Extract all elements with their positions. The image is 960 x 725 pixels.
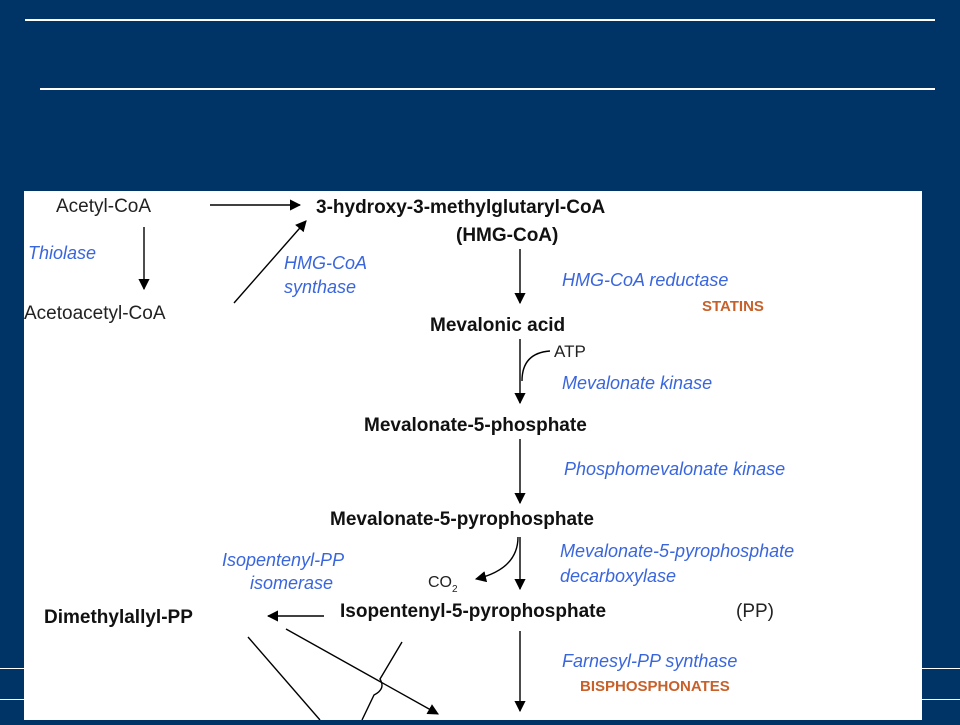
arrow-acetoacetyl-to-hmg [233,220,307,304]
header-rule-top [25,19,935,21]
footer-rule-left-2 [0,699,24,700]
mevalonate-5-pyrophosphate-label: Mevalonate-5-pyrophosphate [330,509,594,530]
footer-rule-right-1 [922,668,960,669]
hmg-coa-abbr-label: (HMG-CoA) [456,225,558,246]
co2-label: CO [428,574,452,591]
mevalonate-kinase-label: Mevalonate kinase [562,373,712,393]
pp-label: (PP) [736,601,774,622]
line-dmapp-branch [247,636,321,721]
phosphomevalonate-kinase-label: Phosphomevalonate kinase [564,459,785,479]
svg-text:CO2: CO2 [428,574,458,595]
statins-label: STATINS [702,298,764,315]
isomerase-label-2: isomerase [250,573,333,593]
dimethylallyl-pp-label: Dimethylallyl-PP [44,607,193,628]
hmg-coa-synthase-label-2: synthase [284,277,356,297]
arrow-dmapp-to-fpp [285,628,439,715]
hmg-coa-reductase-label: HMG-CoA reductase [562,270,728,290]
mevalonic-acid-label: Mevalonic acid [430,315,565,336]
isopentenyl-pp-label: Isopentenyl-5-pyrophosphate [340,601,606,622]
atp-branch [521,350,551,382]
header-rule-bottom [40,88,935,90]
farnesyl-pp-synthase-label: Farnesyl-PP synthase [562,651,737,671]
atp-label: ATP [554,342,586,361]
hmg-coa-synthase-label-1: HMG-CoA [284,253,367,273]
line-ipp-branch [361,641,403,721]
bisphosphonates-label: BISPHOSPHONATES [580,678,730,695]
co2-branch [474,536,519,583]
mevalonate-5-phosphate-label: Mevalonate-5-phosphate [364,415,587,436]
footer-rule-left-1 [0,668,24,669]
hmg-coa-label: 3-hydroxy-3-methylglutaryl-CoA [316,197,606,218]
acetyl-coa-label: Acetyl-CoA [56,196,151,217]
decarboxylase-label-1: Mevalonate-5-pyrophosphate [560,541,794,561]
acetoacetyl-coa-label: Acetoacetyl-CoA [24,303,166,324]
isomerase-label-1: Isopentenyl-PP [222,550,344,570]
decarboxylase-label-2: decarboxylase [560,566,676,586]
co2-subscript: 2 [452,584,458,595]
footer-rule-right-2 [922,699,960,700]
mevalonate-pathway-diagram: Acetyl-CoA 3-hydroxy-3-methylglutaryl-Co… [24,191,922,721]
thiolase-label: Thiolase [28,243,96,263]
